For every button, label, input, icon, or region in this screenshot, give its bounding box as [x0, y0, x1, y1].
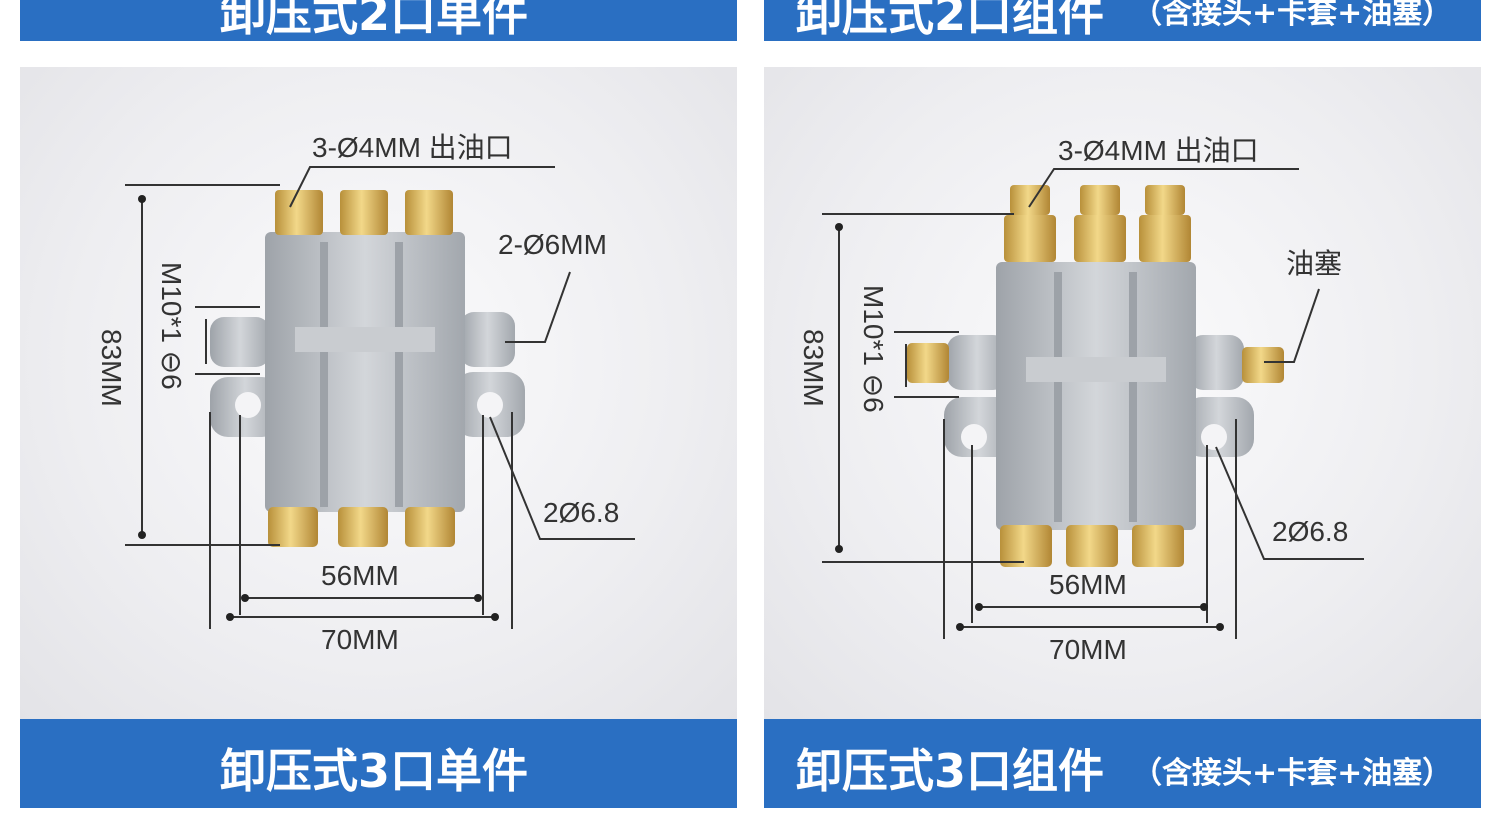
- dimension-lines: [125, 166, 635, 629]
- left-product-drawing: 3-Ø4MM 出油口 2-Ø6MM 2Ø6.8 56MM 70MM 83MM M…: [96, 132, 635, 655]
- mount-hole-left: [235, 392, 261, 418]
- distributor-body: [944, 262, 1254, 530]
- inner-width-label: 56MM: [1049, 569, 1127, 600]
- distributor-body: [210, 232, 525, 512]
- bottom-right-banner-title: 卸压式3口组件: [796, 744, 1105, 798]
- outlet-label: 3-Ø4MM 出油口: [312, 132, 513, 163]
- hole-label: 2Ø6.8: [1272, 516, 1348, 547]
- plug-label: 油塞: [1286, 248, 1342, 279]
- side-plugs: [907, 343, 1284, 383]
- bottom-right-banner-suffix: （含接头+卡套+油塞）: [1132, 756, 1453, 791]
- top-right-banner-suffix: （含接头+卡套+油塞）: [1132, 0, 1453, 31]
- outer-width-label: 70MM: [1049, 634, 1127, 665]
- top-right-banner-title: 卸压式2口组件: [796, 0, 1105, 41]
- mount-hole-right: [477, 392, 503, 418]
- bottom-fittings: [268, 507, 455, 547]
- mount-hole-left: [961, 424, 987, 450]
- right-product-panel: 3-Ø4MM 出油口 油塞 2Ø6.8 56MM 70MM 83MM M10*1…: [764, 67, 1481, 719]
- top-left-banner-title: 卸压式2口单件: [220, 0, 529, 41]
- thread-label: M10*1 ⊖6: [858, 285, 889, 413]
- right-product-drawing: 3-Ø4MM 出油口 油塞 2Ø6.8 56MM 70MM 83MM M10*1…: [798, 135, 1364, 665]
- outer-width-label: 70MM: [321, 624, 399, 655]
- dimension-lines: [822, 168, 1364, 639]
- outlet-fittings: [1004, 185, 1191, 262]
- bottom-left-banner: 卸压式3口单件: [20, 719, 737, 808]
- inner-width-label: 56MM: [321, 560, 399, 591]
- outlet-label: 3-Ø4MM 出油口: [1058, 135, 1259, 166]
- bottom-right-banner: 卸压式3口组件 （含接头+卡套+油塞）: [764, 719, 1481, 808]
- left-product-panel: 3-Ø4MM 出油口 2-Ø6MM 2Ø6.8 56MM 70MM 83MM M…: [20, 67, 737, 719]
- top-right-banner: 卸压式2口组件 （含接头+卡套+油塞）: [764, 0, 1481, 41]
- top-left-banner: 卸压式2口单件: [20, 0, 737, 41]
- hole-label: 2Ø6.8: [543, 497, 619, 528]
- mount-hole-right: [1201, 424, 1227, 450]
- height-label: 83MM: [96, 329, 127, 407]
- thread-label: M10*1 ⊖6: [156, 262, 187, 390]
- inlet-label: 2-Ø6MM: [498, 229, 607, 260]
- outlet-fittings: [275, 190, 453, 235]
- bottom-fittings: [1000, 525, 1184, 567]
- height-label: 83MM: [798, 329, 829, 407]
- bottom-left-banner-title: 卸压式3口单件: [220, 744, 529, 798]
